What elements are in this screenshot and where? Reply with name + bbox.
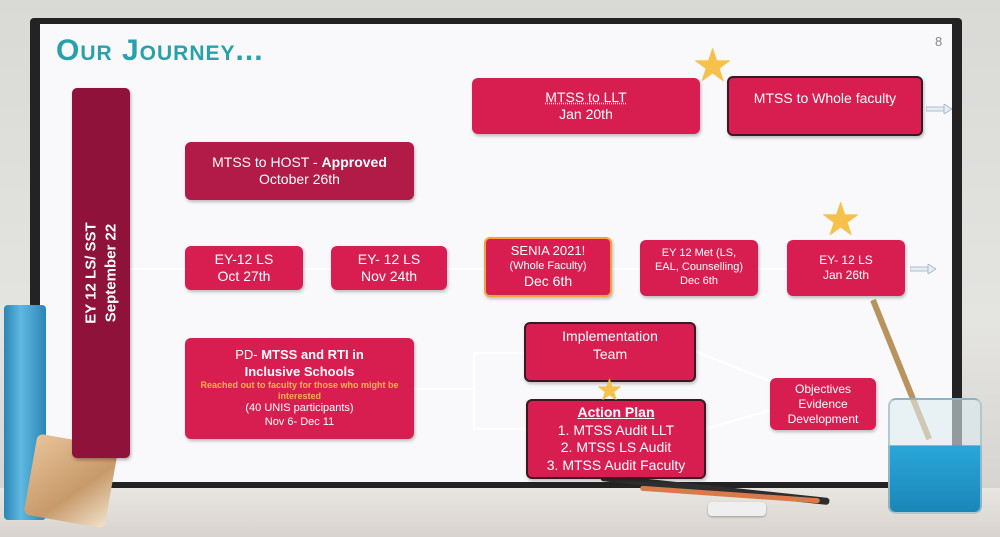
milestone-label-text: MTSS to HOST - [212, 153, 322, 170]
action-plan-heading: Action Plan [577, 404, 655, 420]
milestone-date: Nov 6- Dec 11 [264, 416, 335, 428]
milestone-senia: SENIA 2021! (Whole Faculty) Dec 6th [484, 237, 612, 297]
kickoff-bar [72, 88, 130, 458]
eraser-decoration [708, 502, 766, 516]
milestone-label: Development [787, 411, 859, 426]
action-plan-item: 3. MTSS Audit Faculty [546, 456, 686, 473]
star-icon: ★ [596, 374, 623, 407]
milestone-label: EY 12 Met (LS, [661, 247, 737, 260]
action-plan: Action Plan 1. MTSS Audit LLT 2. MTSS LS… [526, 399, 706, 479]
milestone-label-title: MTSS and RTI in [261, 347, 364, 363]
milestone-label: Evidence [798, 396, 848, 411]
connector-line [473, 352, 527, 354]
milestone-label: MTSS to HOST - Approved [212, 154, 387, 172]
action-plan-item: 1. MTSS Audit LLT [557, 421, 675, 438]
connector-line [414, 388, 474, 390]
milestone-ey12-jan: EY- 12 LS Jan 26th [787, 240, 905, 296]
page-number: 8 [935, 34, 943, 49]
objectives-evidence: Objectives Evidence Development [770, 378, 876, 430]
milestone-label: EY-12 LS [214, 250, 274, 267]
milestone-label: PD- MTSS and RTI in [235, 347, 364, 363]
star-icon: ★ [820, 193, 862, 245]
milestone-label-prefix: PD- [235, 347, 262, 363]
milestone-label: Implementation [562, 328, 658, 344]
milestone-note: Reached out to faculty for those who mig… [200, 379, 399, 401]
milestone-label: Team [592, 345, 628, 362]
milestone-label: Inclusive Schools [244, 363, 355, 379]
milestone-date: Nov 24th [360, 268, 418, 284]
star-icon: ★ [692, 39, 734, 91]
milestone-date: Dec 6th [523, 273, 573, 290]
milestone-date: October 26th [259, 171, 340, 187]
milestone-label: EY- 12 LS [357, 250, 421, 267]
arrow-right-icon [926, 104, 952, 114]
milestone-label: Objectives [794, 381, 852, 396]
milestone-label: SENIA 2021! [510, 243, 586, 259]
milestone-mtss-host: MTSS to HOST - Approved October 26th [185, 142, 414, 200]
kickoff-bar-line2: September 22 [102, 223, 119, 323]
action-plan-item: 2. MTSS LS Audit [560, 439, 672, 455]
milestone-date: Jan 20th [559, 106, 613, 122]
milestone-mtss-llt: MTSS to LLT Jan 20th [472, 78, 700, 134]
milestone-ey12-met: EY 12 Met (LS, EAL, Counselling) Dec 6th [640, 240, 758, 296]
water-jar-decoration [888, 398, 982, 514]
milestone-status: Approved [321, 153, 387, 170]
slide-title: Our Journey... [56, 34, 264, 67]
milestone-date: Dec 6th [680, 274, 718, 287]
connector-line [473, 428, 527, 430]
connector-line [473, 352, 475, 428]
milestone-audience: (Whole Faculty) [509, 259, 587, 272]
kickoff-bar-line1: EY 12 LS/ SST [82, 222, 100, 324]
milestone-participants: (40 UNIS participants) [245, 402, 354, 415]
desk-surface [0, 488, 1000, 537]
milestone-date: Jan 26th [822, 268, 870, 282]
arrow-right-icon [910, 264, 936, 274]
milestone-ey12-oct: EY-12 LS Oct 27th [185, 246, 303, 290]
milestone-label: EAL, Counselling) [654, 261, 744, 274]
milestone-label: MTSS to Whole faculty [753, 90, 897, 106]
kickoff-bar-label: EY 12 LS/ SST September 22 [82, 222, 121, 323]
milestone-mtss-whole-faculty: MTSS to Whole faculty [727, 76, 923, 136]
milestone-pd-mtss-rti: PD- MTSS and RTI in Inclusive Schools Re… [185, 338, 414, 439]
implementation-team: Implementation Team [524, 322, 696, 382]
milestone-label: MTSS to LLT [545, 88, 627, 105]
milestone-date: Oct 27th [217, 268, 271, 284]
milestone-ey12-nov: EY- 12 LS Nov 24th [331, 246, 447, 290]
milestone-label: EY- 12 LS [819, 253, 873, 267]
